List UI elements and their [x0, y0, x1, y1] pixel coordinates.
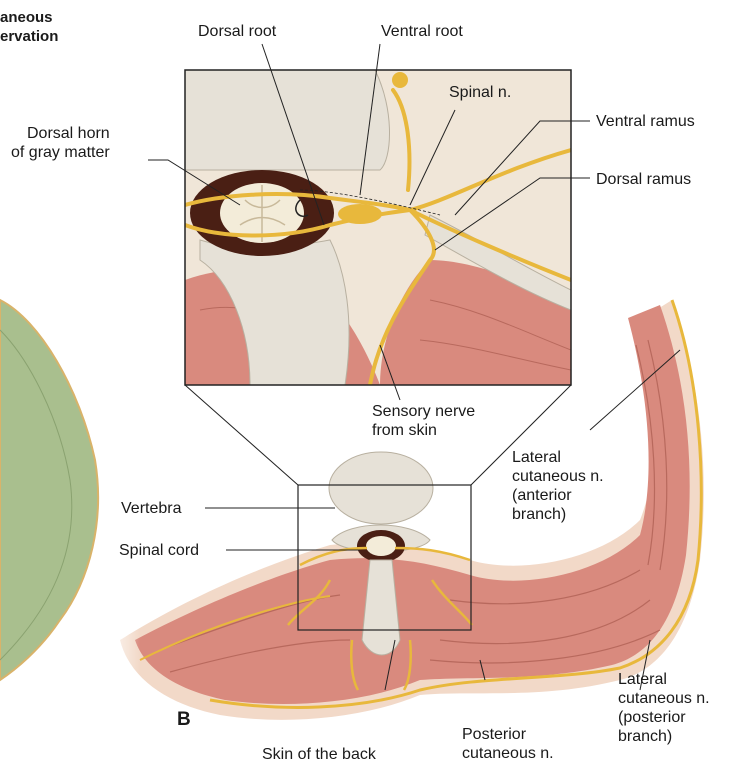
label-skin-of-back: Skin of the back [262, 745, 376, 764]
inset-detail [185, 70, 571, 385]
figure-heading: aneous ervation [0, 8, 58, 46]
label-lateral-cutaneous-anterior: Lateral cutaneous n. (anterior branch) [512, 448, 604, 524]
label-dorsal-horn: Dorsal horn of gray matter [11, 124, 110, 162]
label-ventral-ramus: Ventral ramus [596, 112, 695, 131]
label-dorsal-ramus: Dorsal ramus [596, 170, 691, 189]
arm-shape [0, 300, 98, 680]
label-sensory-nerve: Sensory nerve from skin [372, 402, 475, 440]
label-dorsal-root: Dorsal root [198, 22, 276, 41]
panel-letter: B [177, 709, 191, 731]
label-posterior-cutaneous: Posterior cutaneous n. [462, 725, 554, 763]
label-ventral-root: Ventral root [381, 22, 463, 41]
label-spinal-n: Spinal n. [449, 83, 511, 102]
label-vertebra: Vertebra [121, 499, 181, 518]
label-lateral-cutaneous-posterior: Lateral cutaneous n. (posterior branch) [618, 670, 710, 746]
label-spinal-cord: Spinal cord [119, 541, 199, 560]
